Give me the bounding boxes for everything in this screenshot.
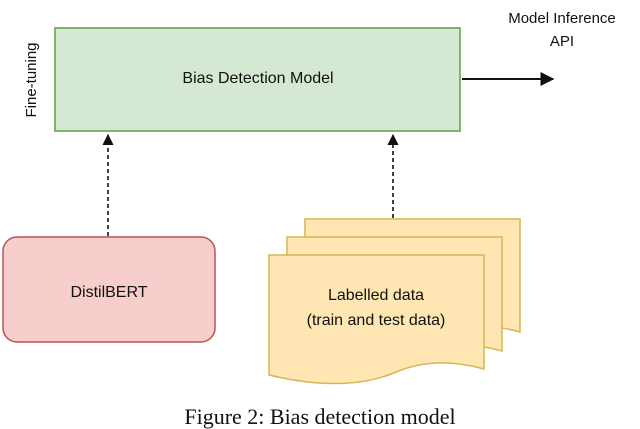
fine-tuning-label: Fine-tuning [23,42,40,117]
api-label: API [550,33,574,50]
labelled-data-label: Labelled data [328,287,424,304]
train-test-data-label: (train and test data) [307,312,446,329]
document-sheet-front [268,254,485,385]
labelled-data-document-stack [268,218,521,385]
bias-detection-model-label: Bias Detection Model [182,70,333,87]
model-inference-label: Model Inference [508,10,616,27]
distilbert-box [2,236,216,343]
bias-detection-model-box [54,27,461,132]
figure-caption: Figure 2: Bias detection model [184,404,455,429]
distilbert-label: DistilBERT [70,284,147,301]
